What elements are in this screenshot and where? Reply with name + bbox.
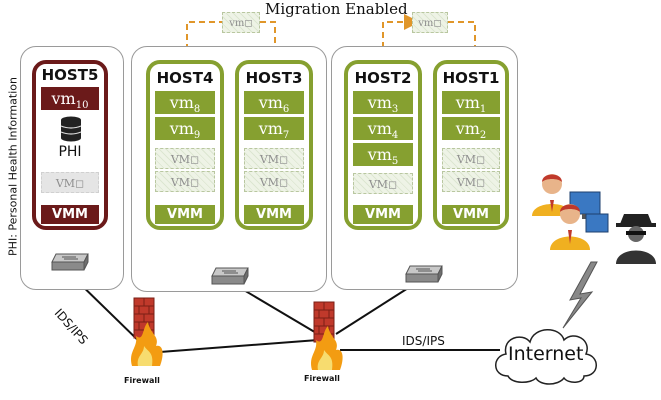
host2-title: HOST2 xyxy=(354,69,412,87)
host1-box: HOST1 vm1 vm2 VM◻ VM◻ VMM xyxy=(433,60,509,230)
host4-empty-vm-slot-1: VM◻ xyxy=(155,148,215,169)
host5-empty-vm-slot: VM◻ xyxy=(41,172,99,193)
migrating-vm-right: vm◻ xyxy=(412,12,448,33)
host4-empty-vm-slot-2: VM◻ xyxy=(155,171,215,192)
vm2-block: vm2 xyxy=(442,117,500,141)
vm1-block: vm1 xyxy=(442,91,500,115)
switch-icon-host5 xyxy=(51,253,89,271)
vm7-block: vm7 xyxy=(244,117,304,141)
vm3-block: vm3 xyxy=(353,91,413,115)
vm5-block: vm5 xyxy=(353,143,413,167)
vm9-block: vm9 xyxy=(155,117,215,141)
switch-icon-host2-1 xyxy=(405,265,443,283)
vm10-block: vm10 xyxy=(41,87,99,111)
migration-label: Migration Enabled xyxy=(265,0,408,18)
host3-box: HOST3 vm6 vm7 VM◻ VM◻ VMM xyxy=(235,60,313,230)
database-icon xyxy=(60,116,82,142)
host4-box: HOST4 vm8 vm9 VM◻ VM◻ VMM xyxy=(146,60,224,230)
vm6-block: vm6 xyxy=(244,91,304,115)
host5-box: HOST5 vm10 PHI VM◻ VMM xyxy=(32,60,108,230)
lightning-bolt-icon xyxy=(562,261,598,329)
host1-vmm: VMM xyxy=(442,205,500,224)
host2-vmm: VMM xyxy=(353,205,413,224)
host5-title: HOST5 xyxy=(41,66,99,84)
host3-empty-vm-slot-2: VM◻ xyxy=(244,171,304,192)
vm8-block: vm8 xyxy=(155,91,215,115)
host3-empty-vm-slot-1: VM◻ xyxy=(244,148,304,169)
host4-vmm: VMM xyxy=(155,205,215,224)
host4-title: HOST4 xyxy=(156,69,214,87)
firewall-icon-left xyxy=(131,297,163,366)
migrating-vm-left: vm◻ xyxy=(222,12,260,33)
host2-box: HOST2 vm3 vm4 vm5 VM◻ VMM xyxy=(344,60,422,230)
users-icon xyxy=(532,174,609,250)
firewall-icon-center xyxy=(311,301,343,370)
host5-vmm: VMM xyxy=(41,205,99,224)
host2-empty-vm-slot-1: VM◻ xyxy=(353,173,413,194)
host1-title: HOST1 xyxy=(442,69,500,87)
host3-vmm: VMM xyxy=(244,205,304,224)
internet-label: Internet xyxy=(508,343,584,365)
ids-ips-label-right: IDS/IPS xyxy=(402,334,445,348)
host3-title: HOST3 xyxy=(245,69,303,87)
internet-cloud-icon xyxy=(495,329,597,385)
phi-legend-label: PHI: Personal Health Information xyxy=(6,77,20,256)
hacker-icon xyxy=(616,214,656,264)
host1-empty-vm-slot-1: VM◻ xyxy=(442,148,500,169)
firewall-label-left: Firewall xyxy=(124,376,160,385)
firewall-label-center: Firewall xyxy=(304,374,340,383)
switch-icon-host4-3 xyxy=(211,267,249,285)
host1-empty-vm-slot-2: VM◻ xyxy=(442,171,500,192)
phi-db-label: PHI xyxy=(58,144,82,160)
vm4-block: vm4 xyxy=(353,117,413,141)
